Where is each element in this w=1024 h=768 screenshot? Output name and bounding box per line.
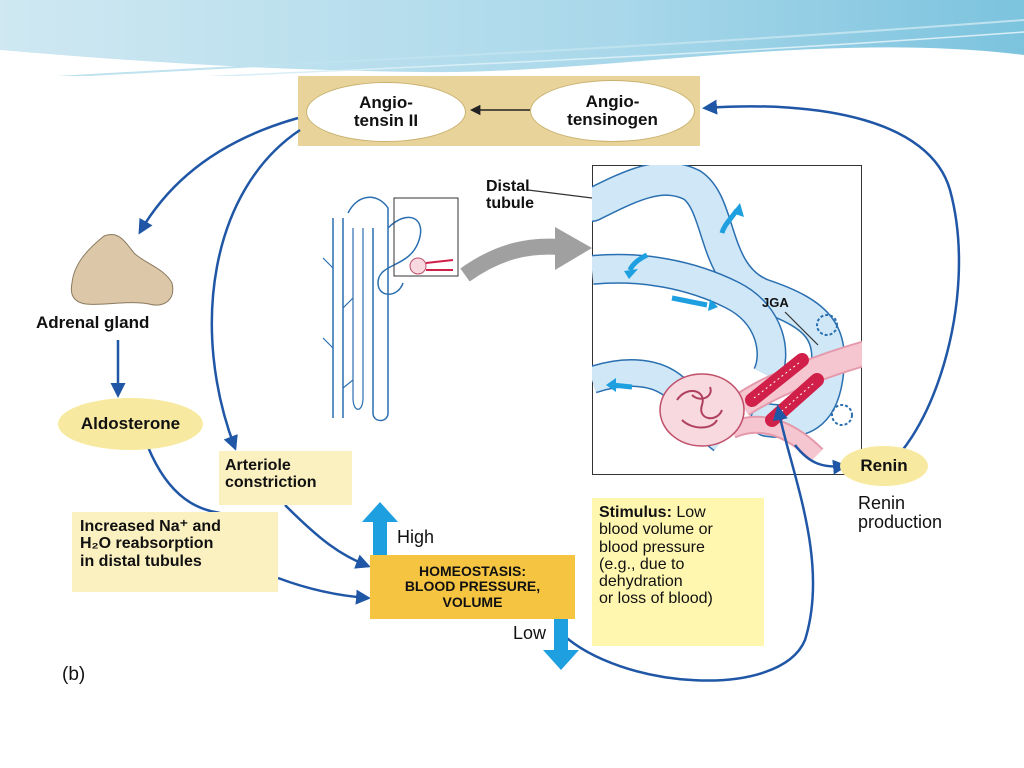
reabsorption-box: Increased Na⁺ and H₂O reabsorption in di… bbox=[72, 512, 278, 592]
arteriole-constriction-box: Arteriole constriction bbox=[219, 451, 352, 505]
angiotensinogen-oval: Angio- tensinogen bbox=[530, 80, 695, 142]
low-label: Low bbox=[513, 623, 547, 643]
figure-label: (b) bbox=[62, 664, 86, 685]
renin-label: Renin bbox=[860, 455, 908, 475]
stimulus-heading: Stimulus: bbox=[599, 504, 672, 521]
homeostasis-box: HOMEOSTASIS: BLOOD PRESSURE, VOLUME bbox=[370, 555, 575, 619]
angiotensin-ii-oval: Angio- tensin II bbox=[306, 82, 466, 142]
reabsorption-label: Increased Na⁺ and H₂O reabsorption in di… bbox=[80, 518, 221, 570]
adrenal-gland-label: Adrenal gland bbox=[36, 313, 150, 332]
jga-label: JGA bbox=[762, 295, 789, 310]
distal-tubule-label: Distal tubule bbox=[486, 178, 534, 213]
adrenal-gland-shape bbox=[70, 234, 174, 306]
homeostasis-label: HOMEOSTASIS: BLOOD PRESSURE, VOLUME bbox=[404, 563, 541, 610]
aldosterone-label: Aldosterone bbox=[80, 413, 181, 433]
aldosterone-oval: Aldosterone bbox=[58, 398, 203, 450]
high-low-arrows bbox=[362, 502, 579, 670]
stimulus-text: Stimulus: Low blood volume or blood pres… bbox=[599, 504, 713, 608]
angiotensinogen-label: Angio- tensinogen bbox=[567, 91, 658, 129]
arteriole-constriction-label: Arteriole constriction bbox=[225, 457, 317, 492]
renin-production-label: Renin production bbox=[858, 493, 943, 533]
nephron-detail-illustration bbox=[592, 165, 862, 462]
stimulus-description: Low blood volume or blood pressure (e.g.… bbox=[599, 504, 713, 608]
zoom-arrow bbox=[460, 227, 592, 282]
high-label: High bbox=[397, 527, 435, 547]
nephron-thumbnail bbox=[322, 196, 459, 422]
stimulus-box: Stimulus: Low blood volume or blood pres… bbox=[592, 498, 764, 646]
angiotensin-ii-label: Angio- tensin II bbox=[353, 92, 419, 130]
renin-oval: Renin bbox=[840, 446, 928, 486]
